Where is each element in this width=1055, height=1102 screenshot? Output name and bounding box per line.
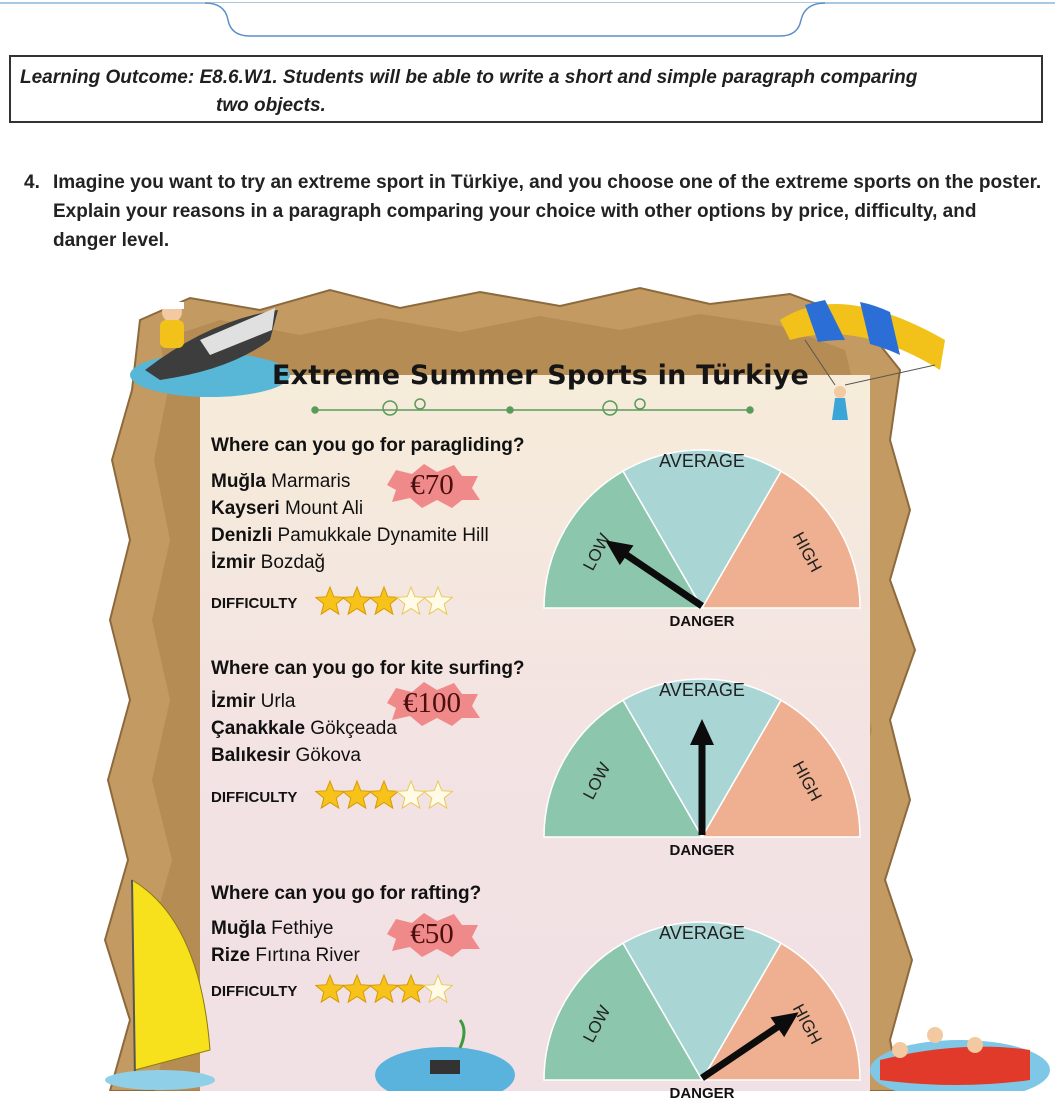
star-filled-icon [368,779,400,810]
kite-surfing-price: €100 [403,687,461,719]
paragliding-location-3: Denizli Pamukkale Dynamite Hill [211,525,489,546]
rafting-difficulty-stars [315,973,454,1004]
price-badge-shape [387,682,480,726]
star-empty-icon [422,973,454,1004]
star-filled-icon [341,585,373,616]
paragliding-location-4: İzmir Bozdağ [211,552,326,573]
parasail-illustration [780,300,945,420]
gauge-label-danger: DANGER [669,1085,735,1102]
paragliding-question: Where can you go for paragliding? [211,435,525,456]
star-filled-icon [341,779,373,810]
gauge-segment-high [700,942,861,1081]
gauge-segment-high [700,470,861,609]
gauge-segment-low [543,470,704,609]
gauge-needle-arrowhead [690,719,714,745]
windsurfer-illustration [105,879,215,1090]
kite-surfing-location-3: Balıkesir Gökova [211,745,361,766]
gauge-segment-low [543,942,704,1081]
price-badge-shape [387,913,480,957]
gauge-label-average: AVERAGE [659,923,745,943]
poster-title: Extreme Summer Sports in Türkiye [272,360,809,391]
kite-surfing-difficulty-stars [315,779,454,810]
learning-outcome-line-2: two objects. [216,95,326,116]
gauge-needle [700,1019,786,1081]
star-empty-icon [422,779,454,810]
gauge-label-average: AVERAGE [659,451,745,471]
star-filled-icon [368,973,400,1004]
rafting-location-2: Rize Fırtına River [211,945,360,966]
star-filled-icon [315,973,346,1004]
question-number: 4. [24,172,40,193]
rafting-price: €50 [410,918,454,950]
kite-surfing-location-2: Çanakkale Gökçeada [211,718,397,739]
learning-outcome-line-1: Learning Outcome: E8.6.W1. Students will… [20,67,918,88]
paragliding-location-1: Muğla Marmaris [211,471,351,492]
gauge-needle [618,547,704,609]
kite-surfing-difficulty-label: DIFFICULTY [211,789,298,806]
star-filled-icon [341,973,373,1004]
page-header-tab [0,2,1055,37]
star-filled-icon [315,585,346,616]
question-text: Imagine you want to try an extreme sport… [53,172,1042,251]
diver-illustration [375,1019,515,1091]
gauge-segment-high [700,699,861,838]
learning-outcome-box: Learning Outcome: E8.6.W1. Students will… [9,55,1043,123]
star-filled-icon [395,973,427,1004]
gauge-label-danger: DANGER [669,613,735,630]
paragliding-difficulty-label: DIFFICULTY [211,595,298,612]
raft-illustration [870,1027,1050,1091]
kite-surfing-question: Where can you go for kite surfing? [211,658,525,679]
gauge-needle-arrowhead [605,540,634,566]
star-filled-icon [368,585,400,616]
paragliding-difficulty-stars [315,585,454,616]
star-filled-icon [315,779,346,810]
star-empty-icon [395,585,427,616]
jet-ski-illustration [130,302,290,397]
paragliding-location-2: Kayseri Mount Ali [211,498,364,519]
paragliding-price-badge: €70 [382,462,482,508]
paragliding-price: €70 [410,469,454,501]
kite-surfing-location-1: İzmir Urla [211,691,296,712]
gauge-label-danger: DANGER [669,842,735,859]
rafting-question: Where can you go for rafting? [211,883,482,904]
star-empty-icon [395,779,427,810]
rafting-price-badge: €50 [382,911,482,957]
sports-poster: Extreme Summer Sports in Türkiye Where c… [100,280,1055,1102]
star-empty-icon [422,585,454,616]
gauge-segment-low [543,699,704,838]
kite-surfing-price-badge: €100 [382,680,482,726]
gauge-segment-average [621,449,783,610]
gauge-needle-arrowhead [770,1012,799,1038]
rafting-location-1: Muğla Fethiye [211,918,334,939]
gauge-label-average: AVERAGE [659,680,745,700]
rafting-difficulty-label: DIFFICULTY [211,983,298,1000]
gauge-segment-average [621,921,783,1082]
price-badge-shape [387,464,480,508]
